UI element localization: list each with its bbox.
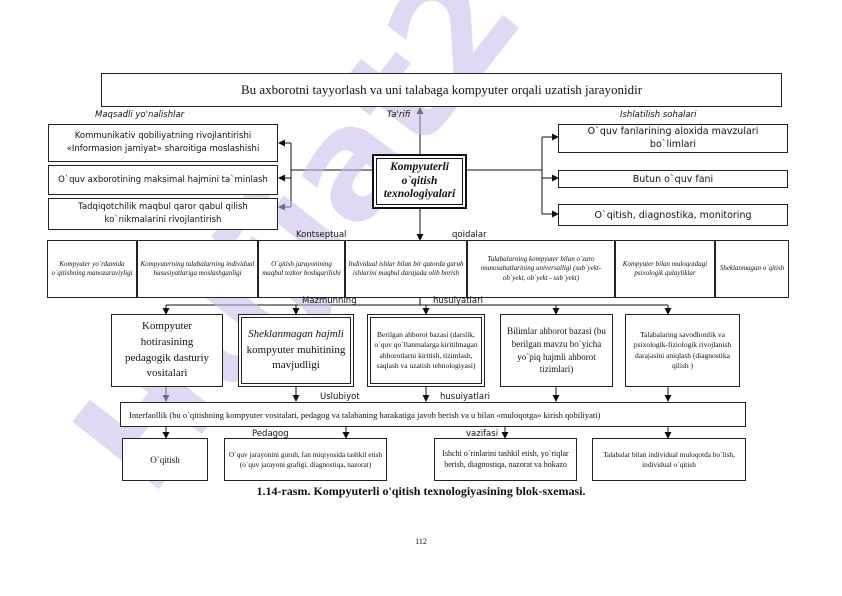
goal-box-3: Tadqiqotchilik maqbul qaror qabul qilish… <box>48 198 278 230</box>
use-text-1: O`quv fanlarining aloxida mavzulari bo`l… <box>587 125 759 150</box>
content-box-1: Kompyuter hotirasining pedagogik dasturi… <box>111 314 223 387</box>
label-mazmunning: Mazmunning <box>302 296 357 306</box>
title-box: Bu axborotni tayyorlash va uni talabaga … <box>101 73 782 107</box>
content-lead-2: Sheklanmagan hajmli <box>248 327 344 340</box>
content-box-5: Talabalaring savodhonlik va psixologik-f… <box>625 314 740 387</box>
principle-box-4: Individual ishlar bilan bir qatorda guru… <box>345 240 467 298</box>
goal-text-2: O`quv axborotining maksimal hajmini ta`m… <box>58 174 268 185</box>
use-box-1: O`quv fanlarining aloxida mavzulari bo`l… <box>558 124 788 153</box>
use-text-2: Butun o`quv fani <box>632 173 714 185</box>
goal-text-1: Kommunikativ qobiliyatning rivojlantiris… <box>66 130 260 154</box>
principle-text-6: Kompyuter bilan muloqotdagi psixologik q… <box>622 259 708 277</box>
label-xususiyatlari-1: husuiyatlari <box>433 296 483 306</box>
center-box: Kompyuterli o`qitish texnologiyalari <box>372 154 467 209</box>
principle-text-1: Kompyuter yo`rdamida o`qitishning manoza… <box>51 259 133 277</box>
task-box-2: O`quv jarayonini guruh, fan miqiyosida t… <box>224 438 387 481</box>
label-pedagog: Pedagog <box>252 429 289 439</box>
task-text-2: O`quv jarayonini guruh, fan miqiyosida t… <box>229 449 383 469</box>
content-box-4: Bilimlar ahborot bazasi (bu berilgan mav… <box>500 314 613 387</box>
principle-text-4: Individual ishlar bilan bir qatorda guru… <box>348 259 464 277</box>
task-text-4: Talabalar bilan individual muloqotda bo`… <box>603 449 735 469</box>
principle-text-3: O`qitish jarayonining maqbul tezkor bosh… <box>262 259 341 277</box>
principle-box-3: O`qitish jarayonining maqbul tezkor bosh… <box>258 240 345 298</box>
figure-caption: 1.14-rasm. Kompyuterli o'qitish texnolog… <box>256 484 586 498</box>
label-qoidalar: qoidalar <box>452 230 487 240</box>
principle-box-2: Kompyuterning talabalarning individual h… <box>137 240 258 298</box>
title-text: Bu axborotni tayyorlash va uni talabaga … <box>240 82 643 97</box>
task-text-1: O`qitish <box>150 454 180 465</box>
use-box-3: O`qitish, diagnostika, monitoring <box>558 204 788 226</box>
content-box-3: Berilgan ahborot bazasi (darslik, o`quv … <box>367 314 485 387</box>
principle-text-5: Talabalarning kompyuter bilan o`zaro mun… <box>480 254 602 282</box>
page-number: 112 <box>415 537 427 546</box>
label-tarifi: Ta'rifi <box>387 110 411 120</box>
principle-box-7: Sheklanmagan o`qitish <box>715 240 789 298</box>
content-text-5: Talabalaring savodhonlik va psixologik-f… <box>633 329 732 371</box>
center-text: Kompyuterli o`qitish texnologiyalari <box>383 160 456 201</box>
task-box-4: Talabalar bilan individual muloqotda bo`… <box>592 438 746 481</box>
label-kontseptual: Kontseptual <box>296 230 347 240</box>
task-text-3: Ishchi o`rinlarini tashkil etish, yo`riq… <box>442 448 569 469</box>
principle-box-6: Kompyuter bilan muloqotdagi psixologik q… <box>615 240 715 298</box>
task-box-1: O`qitish <box>122 438 208 481</box>
use-text-3: O`qitish, diagnostika, monitoring <box>594 209 752 221</box>
label-ishlatilish: Ishlatilish sohalari <box>620 110 697 120</box>
label-maqsadli: Maqsadli yo'nalishlar <box>95 110 185 120</box>
principle-box-5: Talabalarning kompyuter bilan o`zaro mun… <box>467 240 615 298</box>
label-vazifasi: vazifasi <box>466 429 499 439</box>
content-box-2: Sheklanmagan hajmli kompyuter muhitining… <box>238 314 354 387</box>
content-text-4: Bilimlar ahborot bazasi (bu berilgan mav… <box>507 326 606 375</box>
methodology-text: Interfaollik (bu o`qitishning kompyuter … <box>129 409 601 420</box>
goal-box-1: Kommunikativ qobiliyatning rivojlantiris… <box>48 124 278 162</box>
label-xususiyatlari-2: husuiyatlari <box>440 392 490 402</box>
label-uslubiyot: Uslubiyot <box>320 392 360 402</box>
use-box-2: Butun o`quv fani <box>558 170 788 188</box>
goal-text-3: Tadqiqotchilik maqbul qaror qabul qilish… <box>78 202 248 225</box>
task-box-3: Ishchi o`rinlarini tashkil etish, yo`riq… <box>434 438 577 481</box>
content-text-2: kompyuter muhitining mavjudligi <box>246 343 346 372</box>
principle-text-2: Kompyuterning talabalarning individual h… <box>140 259 255 277</box>
content-text-1: Kompyuter hotirasining pedagogik dasturi… <box>124 319 209 380</box>
content-text-3: Berilgan ahborot bazasi (darslik, o`quv … <box>374 330 478 370</box>
methodology-box: Interfaollik (bu o`qitishning kompyuter … <box>120 402 746 427</box>
principle-box-1: Kompyuter yo`rdamida o`qitishning manoza… <box>47 240 137 298</box>
goal-box-2: O`quv axborotining maksimal hajmini ta`m… <box>48 165 278 195</box>
principle-text-7: Sheklanmagan o`qitish <box>719 264 785 273</box>
